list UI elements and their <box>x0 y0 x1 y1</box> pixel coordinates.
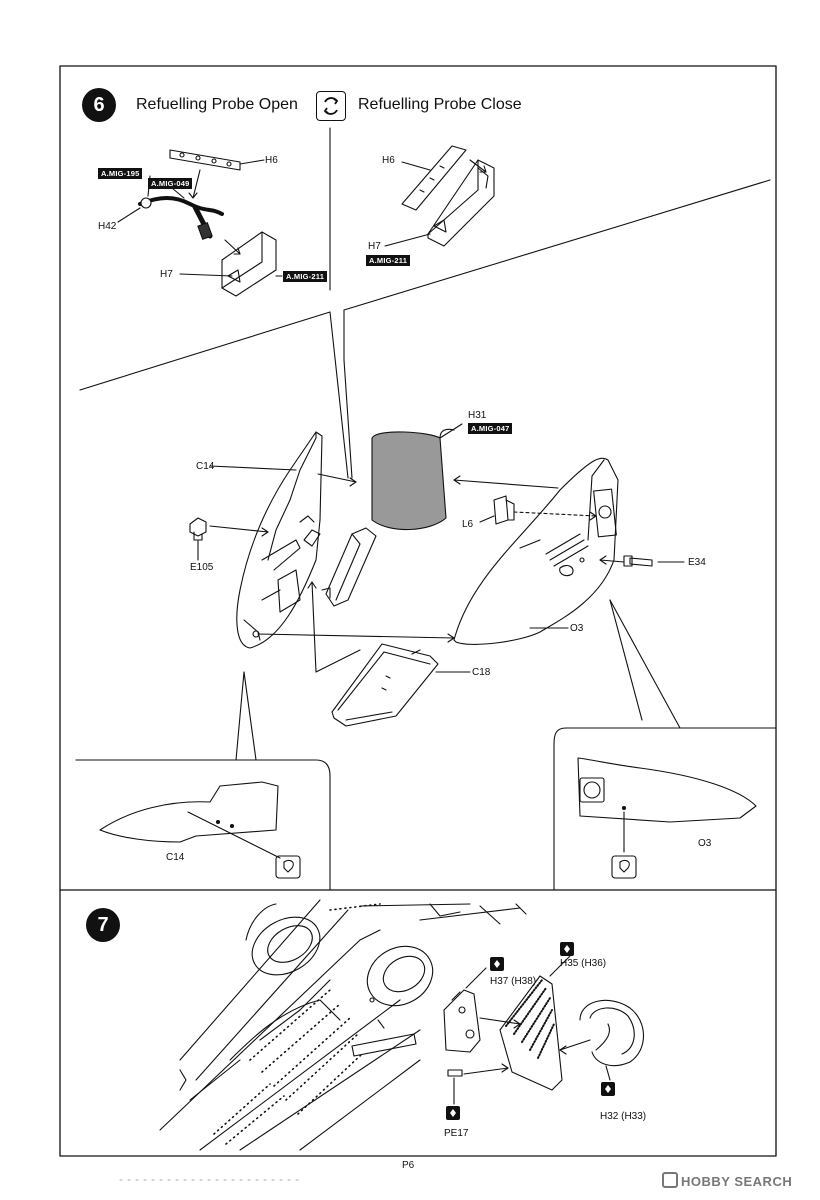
fuselage-intake-view <box>159 899 527 1151</box>
label-detail-o3: O3 <box>698 838 712 849</box>
probe-close-parts <box>384 145 495 247</box>
e105-part <box>189 517 269 561</box>
c18-part <box>307 581 471 727</box>
c14-part <box>209 431 357 649</box>
flip-badge-icon <box>560 942 574 956</box>
h35-part <box>499 955 591 1091</box>
tag-mig-211-open: A.MIG-211 <box>283 271 328 282</box>
step-6-badge: 6 <box>82 88 116 122</box>
label-h32: H32 (H33) <box>600 1111 647 1122</box>
o3-part <box>453 457 619 645</box>
probe-insert-part <box>321 527 377 607</box>
label-c18: C18 <box>472 667 491 678</box>
label-open-h6: H6 <box>265 155 278 166</box>
l6-part <box>479 495 597 525</box>
canopy-glass <box>371 431 447 531</box>
step-7-badge: 7 <box>86 908 120 942</box>
header-probe-close: Refuelling Probe Close <box>358 96 522 113</box>
h32-part <box>579 999 644 1081</box>
pe17-part <box>447 1063 509 1105</box>
watermark-text: HOBBY SEARCH <box>681 1174 793 1189</box>
hobby-search-logo-icon <box>662 1172 678 1188</box>
page-frame <box>59 65 777 1157</box>
flip-badge-icon <box>446 1106 460 1120</box>
watermark: HOBBY SEARCH <box>662 1172 792 1189</box>
label-e34: E34 <box>688 557 706 568</box>
label-detail-c14: C14 <box>166 852 185 863</box>
flip-icon <box>316 91 346 121</box>
label-l6: L6 <box>462 519 474 530</box>
flip-badge-icon <box>601 1082 615 1096</box>
tag-mig-047: A.MIG-047 <box>468 423 513 434</box>
label-pe17: PE17 <box>444 1128 469 1139</box>
label-close-h7: H7 <box>368 241 381 252</box>
header-probe-open: Refuelling Probe Open <box>136 96 298 113</box>
h37-part <box>443 967 521 1053</box>
detail-o3 <box>553 727 777 891</box>
detail-c14 <box>75 759 331 891</box>
label-o3: O3 <box>570 623 584 634</box>
label-open-h7: H7 <box>160 269 173 280</box>
tag-mig-211-close: A.MIG-211 <box>366 255 411 266</box>
label-e105: E105 <box>190 562 214 573</box>
page-number: P6 <box>402 1160 415 1171</box>
flip-badge-icon <box>490 957 504 971</box>
tag-mig-049: A.MIG-049 <box>148 178 193 189</box>
label-open-h42: H42 <box>98 221 117 232</box>
label-h31: H31 <box>468 410 487 421</box>
e34-part <box>599 555 685 567</box>
label-h35: H35 (H36) <box>560 958 607 969</box>
probe-open-parts <box>117 149 283 297</box>
label-h37: H37 (H38) <box>490 976 537 987</box>
label-c14: C14 <box>196 461 215 472</box>
label-close-h6: H6 <box>382 155 395 166</box>
tag-mig-195: A.MIG-195 <box>98 168 143 179</box>
